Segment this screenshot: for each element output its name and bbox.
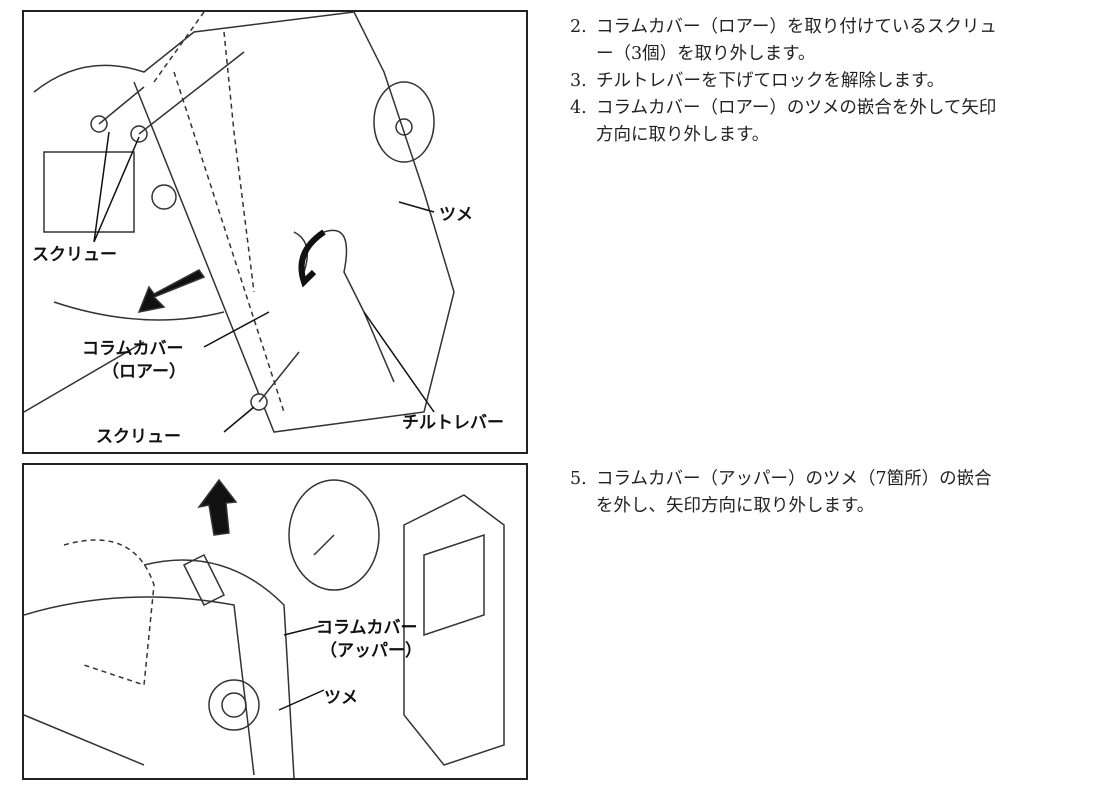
step-5: 5. コラムカバー（アッパー）のツメ（7箇所）の嵌合を外し、矢印方向に取り外します…	[570, 466, 992, 520]
step-text: コラムカバー（ロアー）のツメの嵌合を外して矢印	[596, 98, 997, 118]
figure-upper-column-cover: コラムカバー （アッパー） ツメ	[22, 463, 528, 780]
label-column-cover: コラムカバー	[82, 339, 184, 359]
step-2: 2. コラムカバー（ロアー）を取り付けているスクリュー（3個）を取り外します。	[570, 14, 997, 68]
label-tilt-lever: チルトレバー	[402, 413, 504, 433]
lower-cover-illustration	[24, 12, 455, 433]
step-text-cont: ー（3個）を取り外します。	[596, 44, 816, 64]
step-text: コラムカバー（ロアー）を取り付けているスクリュ	[596, 17, 997, 37]
label-column-cover-upper: （アッパー）	[320, 641, 422, 661]
label-column-cover: コラムカバー	[316, 618, 418, 638]
step-text-cont: を外し、矢印方向に取り外します。	[596, 496, 875, 516]
step-text: チルトレバーを下げてロックを解除します。	[596, 71, 945, 91]
step-number: 4.	[570, 98, 587, 118]
step-number: 2.	[570, 17, 587, 37]
step-3: 3. チルトレバーを下げてロックを解除します。	[570, 68, 944, 95]
step-number: 3.	[570, 71, 587, 91]
upper-cover-illustration	[24, 478, 505, 778]
label-screw-left: スクリュー	[32, 245, 117, 265]
label-screw-bottom: スクリュー	[96, 427, 181, 447]
step-number: 5.	[570, 469, 587, 489]
label-claw: ツメ	[324, 688, 358, 708]
label-column-cover-lower: （ロアー）	[102, 362, 186, 382]
label-claw: ツメ	[439, 205, 473, 225]
step-4: 4. コラムカバー（ロアー）のツメの嵌合を外して矢印方向に取り外します。	[570, 95, 996, 149]
step-text-cont: 方向に取り外します。	[596, 125, 770, 145]
figure-lower-column-cover: スクリュー コラムカバー （ロアー） スクリュー ツメ チルトレバー	[22, 10, 528, 454]
step-text: コラムカバー（アッパー）のツメ（7箇所）の嵌合	[596, 469, 992, 489]
